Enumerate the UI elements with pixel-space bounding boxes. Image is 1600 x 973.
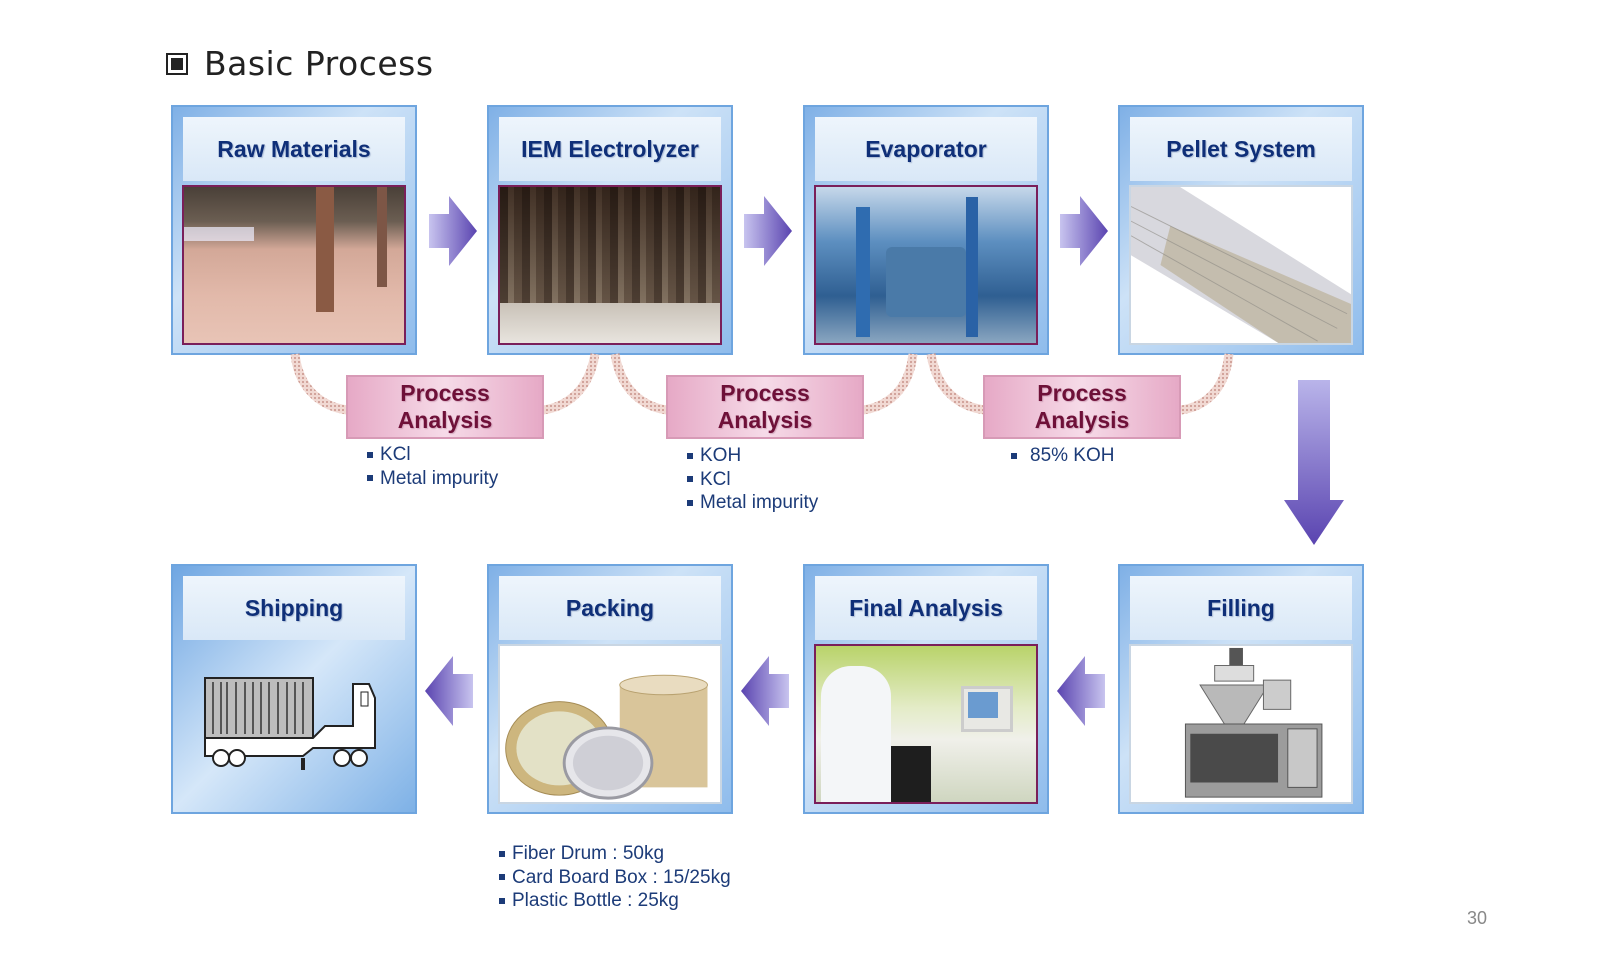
slide-title: Basic Process	[166, 44, 434, 83]
arrow-left-icon	[741, 656, 789, 726]
title-text: Basic Process	[204, 44, 434, 83]
lab-technician-photo	[814, 644, 1038, 804]
analysis-list-1: KCl Metal impurity	[367, 443, 498, 490]
pellet-conveyor-photo	[1129, 185, 1353, 345]
arrow-right-icon	[744, 196, 792, 266]
step-filling: Filling	[1118, 564, 1364, 814]
step-label: Pellet System	[1166, 135, 1316, 162]
fiber-drums-photo	[498, 644, 722, 804]
process-analysis-box-1: Process Analysis	[346, 375, 544, 439]
step-label: Filling	[1207, 594, 1275, 621]
connector-arcs	[290, 353, 1234, 415]
list-item: Metal impurity	[687, 491, 818, 515]
list-item: Fiber Drum : 50kg	[499, 842, 731, 866]
analysis-list-2: KOH KCl Metal impurity	[687, 444, 818, 515]
process-analysis-box-3: Process Analysis	[983, 375, 1181, 439]
arrow-left-icon	[425, 656, 473, 726]
step-final-analysis: Final Analysis	[803, 564, 1049, 814]
container-truck-icon	[204, 677, 376, 770]
step-pellet-system: Pellet System	[1118, 105, 1364, 355]
process-analysis-box-2: Process Analysis	[666, 375, 864, 439]
step-label: Raw Materials	[217, 135, 371, 162]
list-item: 85% KOH	[1011, 444, 1114, 468]
step-label: Packing	[565, 594, 655, 621]
square-bullet-icon	[166, 52, 188, 75]
electrolyzer-plant-photo	[498, 185, 722, 345]
step-label: Evaporator	[865, 135, 987, 162]
page-number: 30	[1467, 908, 1488, 928]
list-item: Card Board Box : 15/25kg	[499, 866, 731, 890]
list-item: KOH	[687, 444, 818, 468]
list-item: KCl	[367, 443, 498, 467]
step-packing: Packing	[487, 564, 733, 814]
step-label: IEM Electrolyzer	[521, 135, 699, 162]
salt-pile-warehouse-photo	[182, 185, 406, 345]
arrow-left-icon	[1057, 656, 1105, 726]
list-item: Plastic Bottle : 25kg	[499, 889, 731, 913]
analysis-list-3: 85% KOH	[1011, 444, 1114, 468]
step-label: Final Analysis	[849, 594, 1003, 621]
arrow-right-icon	[1060, 196, 1108, 266]
list-item: Metal impurity	[367, 467, 498, 491]
arrow-down-icon	[1284, 380, 1344, 545]
step-iem-electrolyzer: IEM Electrolyzer	[487, 105, 733, 355]
arrow-right-icon	[429, 196, 477, 266]
step-evaporator: Evaporator	[803, 105, 1049, 355]
packing-list: Fiber Drum : 50kg Card Board Box : 15/25…	[499, 842, 731, 913]
step-shipping: Shipping	[171, 564, 417, 814]
list-item: KCl	[687, 468, 818, 492]
filling-machine-photo	[1129, 644, 1353, 804]
step-raw-materials: Raw Materials	[171, 105, 417, 355]
step-label: Shipping	[244, 594, 344, 621]
evaporator-equipment-photo	[814, 185, 1038, 345]
